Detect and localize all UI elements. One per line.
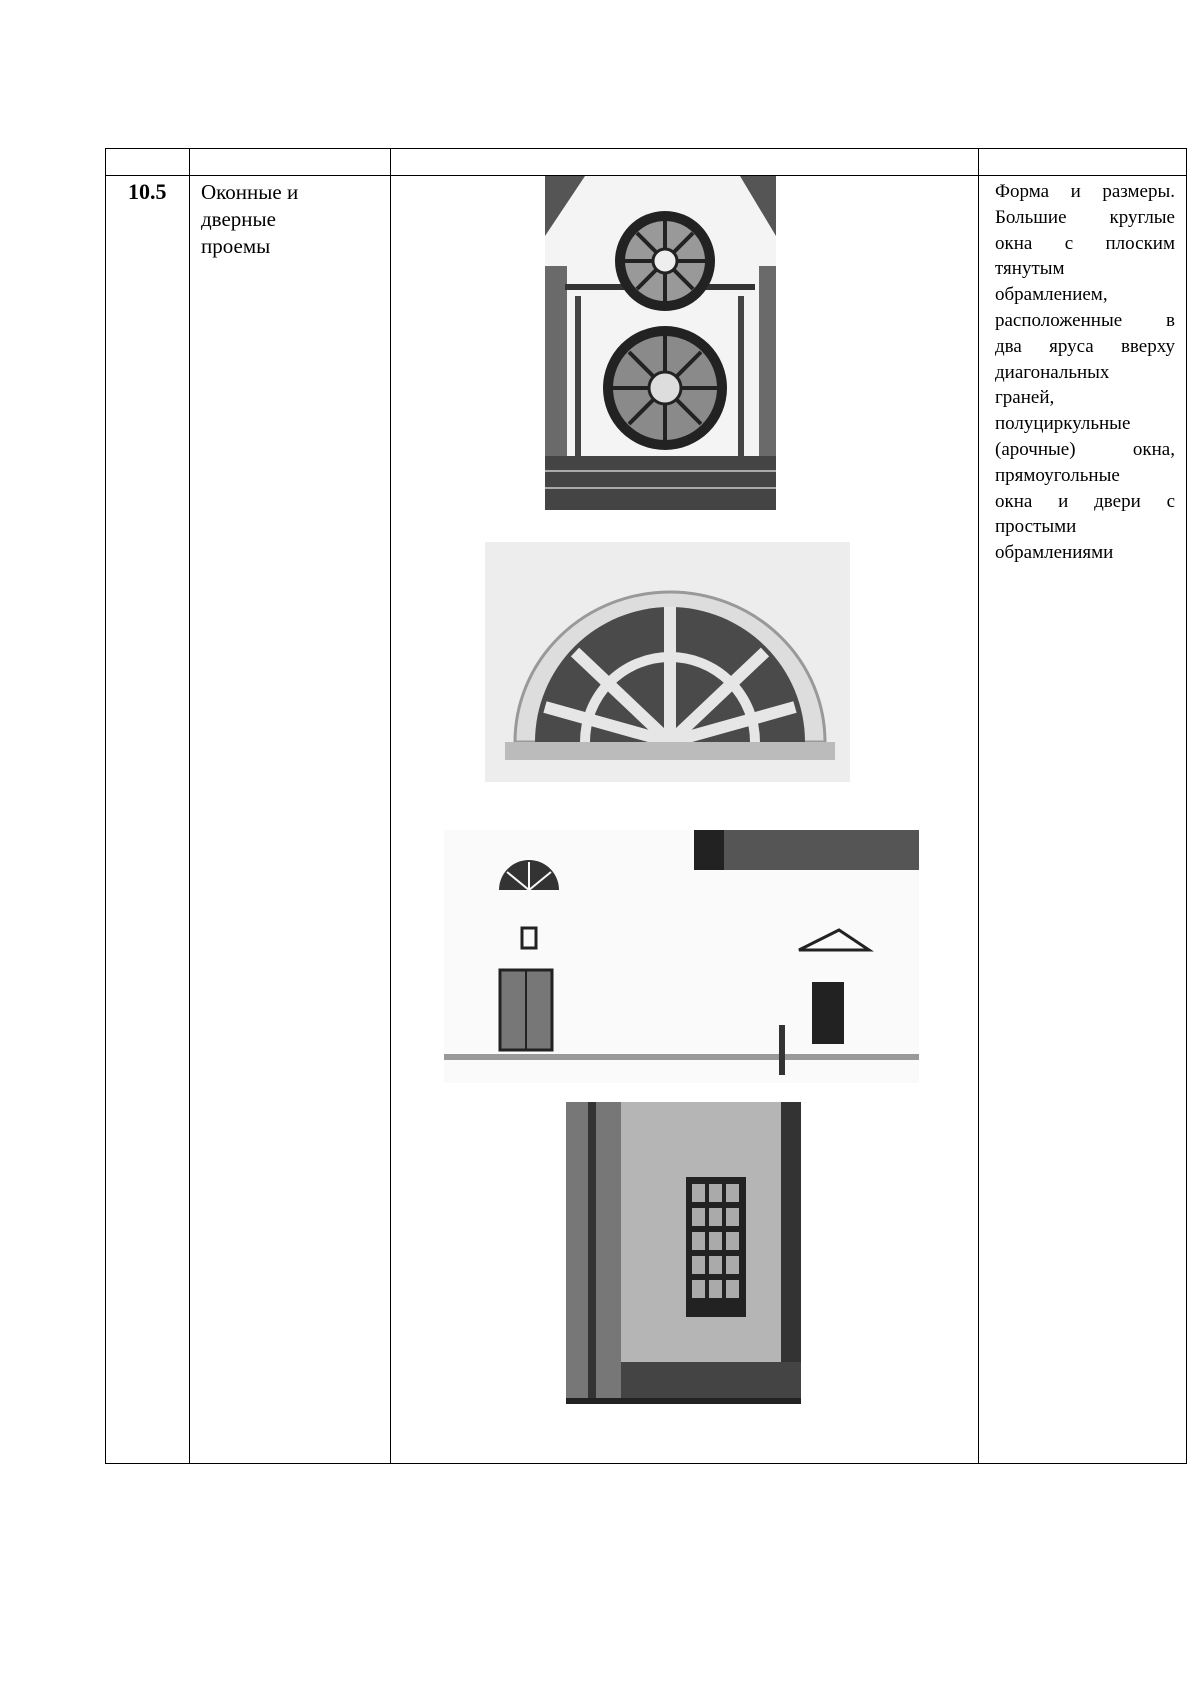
description-line: Форма и размеры.	[995, 181, 1175, 202]
description-line: расположенные в	[995, 309, 1175, 331]
column-divider-3	[978, 149, 979, 1463]
round-windows-photo	[545, 176, 776, 510]
rectangular-window-photo	[566, 1102, 801, 1404]
description-line: диагональных	[995, 361, 1110, 383]
doors-facade-photo	[444, 830, 919, 1083]
element-name-line: Оконные и	[201, 180, 299, 204]
description-line: обрамлением,	[995, 284, 1108, 306]
arched-window-photo	[485, 542, 850, 782]
row-number: 10.5	[128, 179, 167, 204]
column-divider-2	[390, 149, 391, 1463]
description-line: полуциркульные	[995, 413, 1131, 435]
description-line: окна и двери с	[995, 490, 1175, 512]
element-name-line: проемы	[201, 234, 271, 258]
description-line: два яруса вверху	[995, 335, 1175, 357]
element-name: Оконные и дверные проемы	[201, 179, 381, 260]
header-row-divider	[106, 175, 1186, 176]
description-line: окна с плоским	[995, 232, 1175, 254]
description-line: обрамлениями	[995, 542, 1114, 564]
description-line: тянутым	[995, 258, 1065, 280]
description-line: простыми	[995, 516, 1077, 538]
element-name-line: дверные	[201, 207, 276, 231]
element-description: Форма и размеры. Большие круглые окна с …	[995, 179, 1175, 566]
document-table: 10.5 Оконные и дверные проемы Форма и ра…	[105, 148, 1187, 1464]
column-divider-1	[189, 149, 190, 1463]
description-line: (арочные) окна,	[995, 438, 1175, 460]
description-line: прямоугольные	[995, 464, 1120, 486]
description-line: граней,	[995, 387, 1055, 409]
description-line: Большие круглые	[995, 206, 1175, 228]
